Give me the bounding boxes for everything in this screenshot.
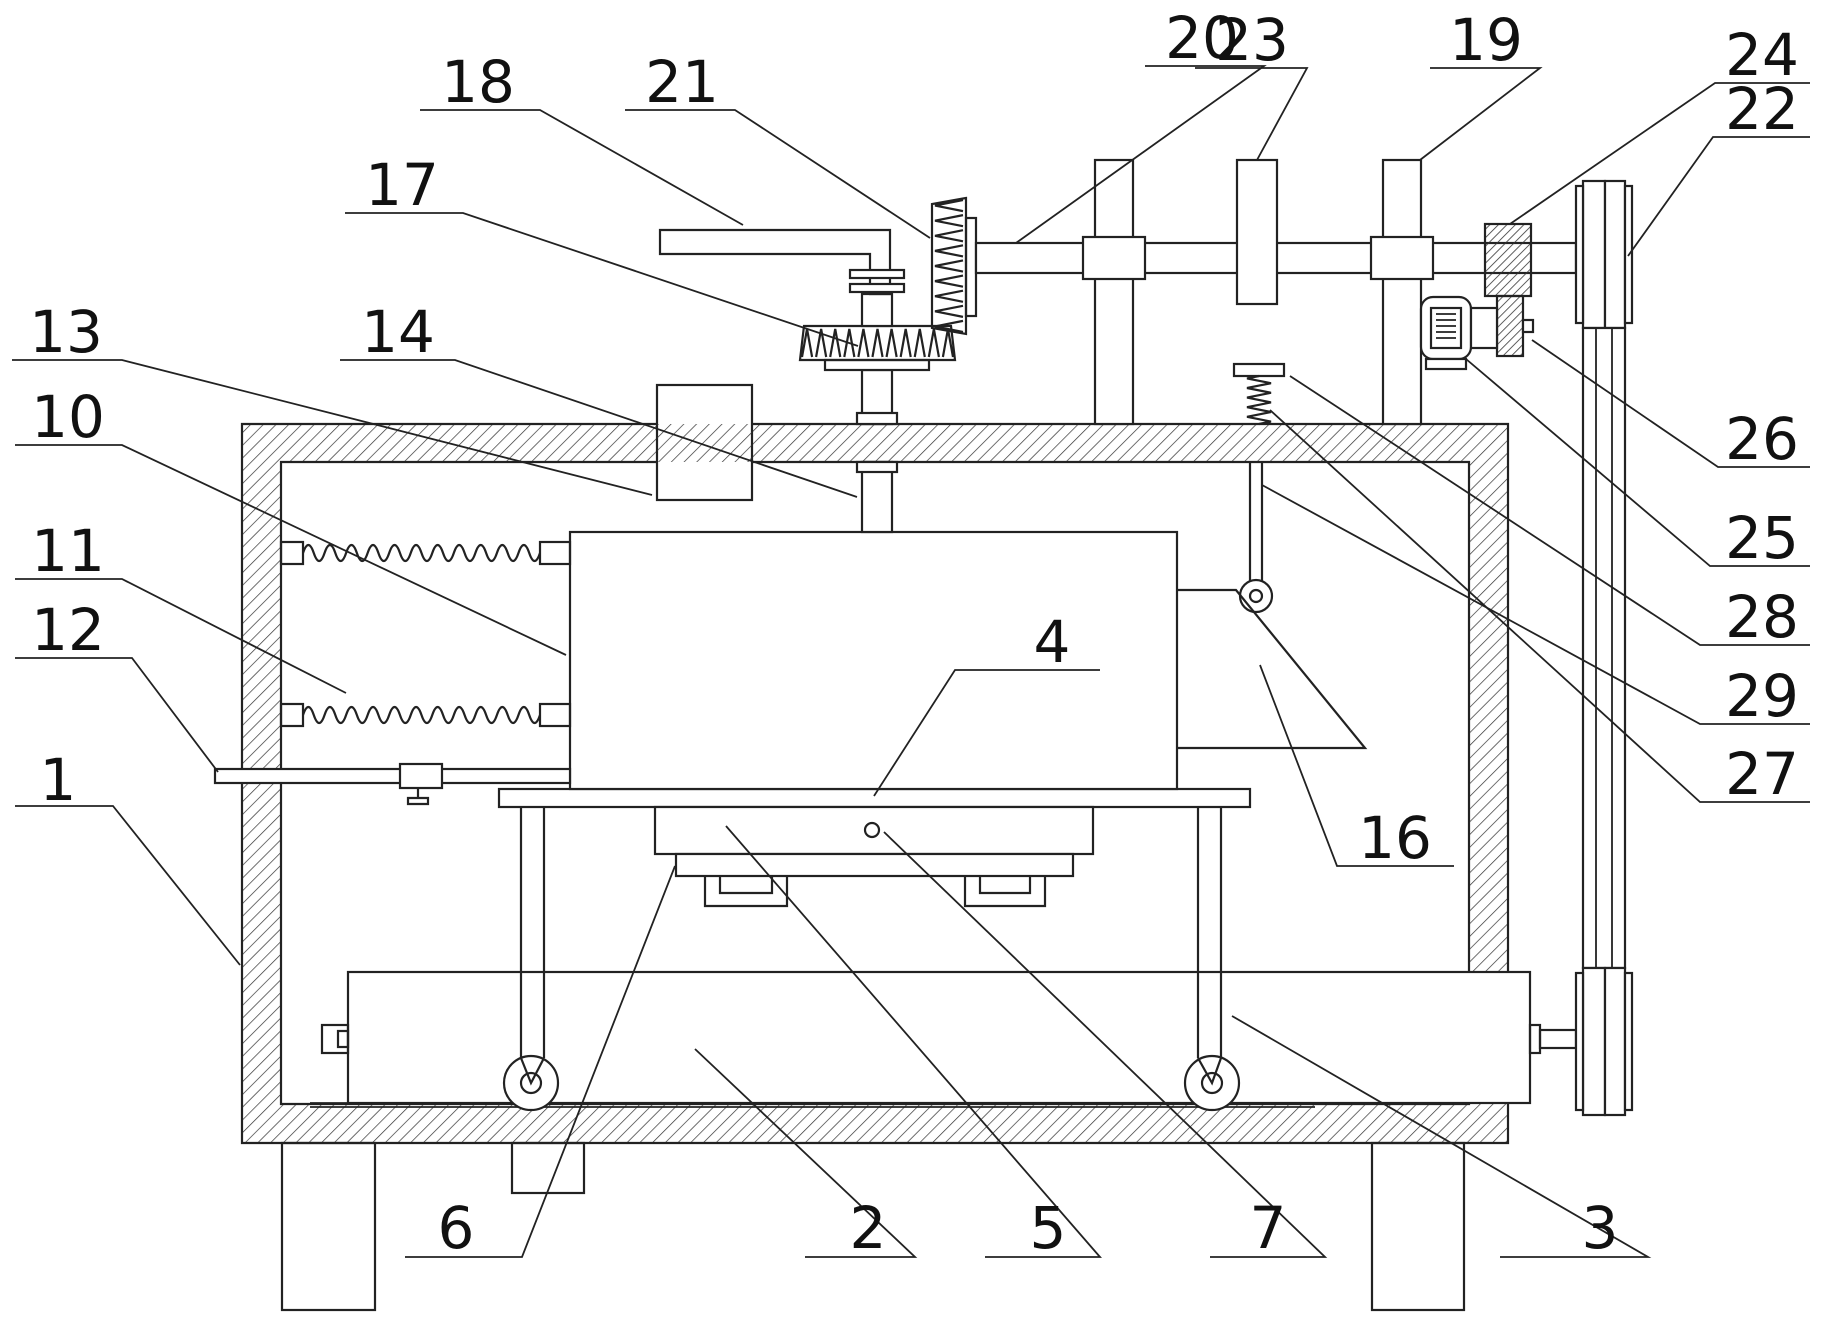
label-17: 17 — [365, 151, 439, 219]
block-24 — [1483, 222, 1535, 358]
label-2: 2 — [850, 1194, 887, 1262]
label-18: 18 — [441, 48, 515, 116]
label-13: 13 — [29, 298, 103, 366]
label-19: 19 — [1449, 6, 1523, 74]
label-26: 26 — [1725, 405, 1799, 473]
lower-block — [653, 805, 1095, 908]
label-24: 24 — [1725, 21, 1799, 89]
label-1: 1 — [40, 746, 77, 814]
label-27: 27 — [1725, 740, 1799, 808]
label-28: 28 — [1725, 583, 1799, 651]
label-16: 16 — [1358, 804, 1432, 872]
roller-arm-29 — [1238, 462, 1274, 614]
leader-lines — [12, 65, 1810, 1258]
base-drum — [310, 970, 1578, 1108]
label-21: 21 — [645, 48, 719, 116]
deflector-16 — [1177, 588, 1368, 750]
label-5: 5 — [1030, 1194, 1067, 1262]
label-14: 14 — [361, 298, 435, 366]
bevel-gear-21 — [930, 196, 978, 336]
label-23: 23 — [1215, 6, 1289, 74]
label-4: 4 — [1034, 608, 1071, 676]
label-11: 11 — [31, 517, 105, 585]
rod-12 — [213, 762, 572, 806]
label-12: 12 — [31, 596, 105, 664]
springs — [279, 540, 572, 728]
label-20: 20 — [1165, 4, 1239, 72]
label-22: 22 — [1725, 75, 1799, 143]
shaft-14 — [855, 368, 899, 534]
label-29: 29 — [1725, 662, 1799, 730]
cam-23 — [1235, 158, 1279, 306]
main-box — [568, 530, 1179, 791]
label-6: 6 — [438, 1194, 475, 1262]
label-7: 7 — [1250, 1194, 1287, 1262]
table-platform — [497, 787, 1252, 1086]
motor-25 — [1419, 295, 1499, 371]
crank-arm-18 — [658, 228, 906, 296]
block-13 — [655, 383, 754, 502]
bevel-gear-17 — [798, 292, 957, 372]
label-10: 10 — [31, 383, 105, 451]
supports-19 — [1081, 158, 1435, 426]
label-3: 3 — [1582, 1194, 1619, 1262]
label-25: 25 — [1725, 504, 1799, 572]
spring-27 — [1232, 362, 1286, 426]
pulley-belt-22 — [1574, 179, 1634, 1117]
part-labels: 1 2 3 4 5 6 7 10 11 12 13 14 16 17 18 19… — [29, 4, 1799, 1262]
